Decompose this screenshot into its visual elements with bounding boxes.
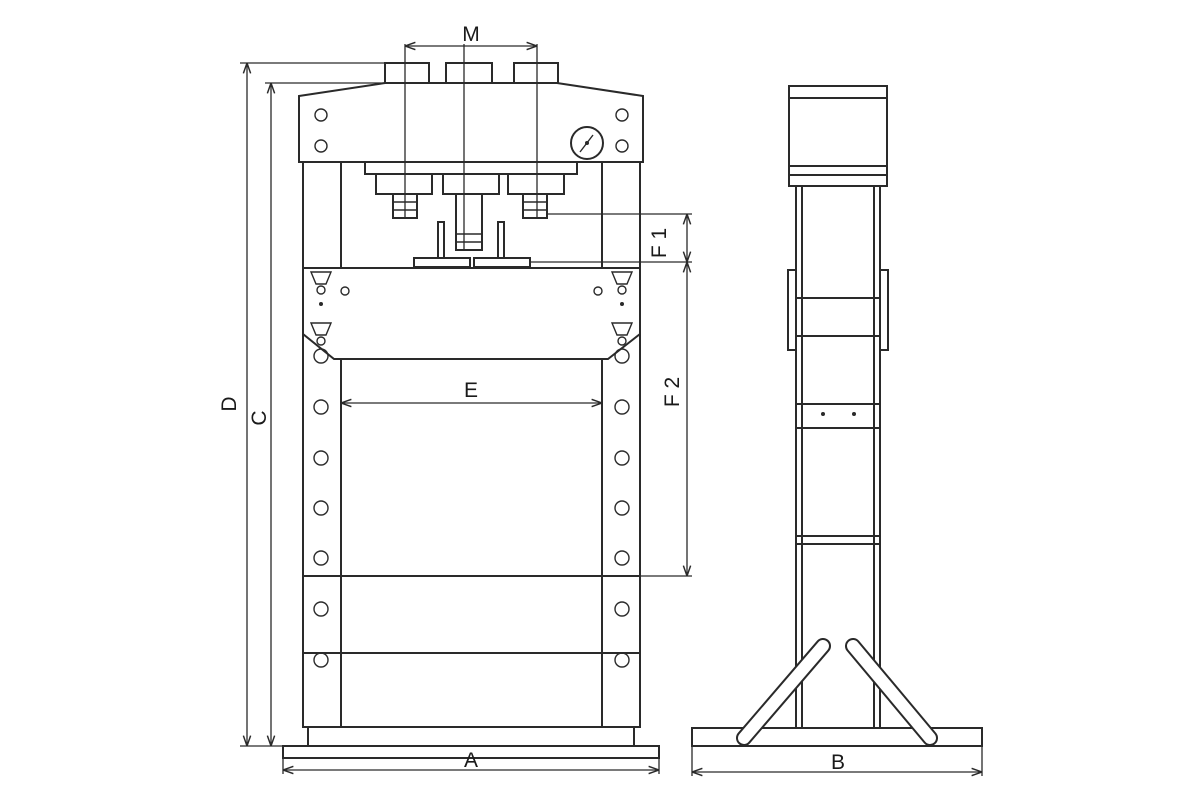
side-base — [691, 727, 983, 747]
dimension-d: D — [218, 62, 385, 747]
ram-assembly — [364, 161, 578, 268]
dimension-c: C — [248, 82, 385, 746]
winch-hook-icon — [610, 271, 634, 306]
side-view: B — [691, 85, 983, 776]
front-view: M D C E F 1 F — [218, 23, 692, 774]
dimension-a-label: A — [464, 749, 478, 772]
side-head — [788, 85, 888, 187]
cylinder-caps — [384, 62, 559, 84]
winch-hook-icon — [610, 322, 634, 346]
dimension-m-label: M — [462, 23, 480, 46]
dimension-f2: F 2 — [303, 262, 692, 577]
dimension-f1: F 1 — [530, 213, 692, 263]
dimension-f1-label: F 1 — [648, 228, 671, 258]
front-bolster — [302, 267, 641, 360]
front-base-plate — [282, 726, 660, 759]
winch-hook-icon — [309, 271, 333, 306]
pressure-gauge-icon — [570, 126, 604, 160]
dimension-e-label: E — [464, 379, 478, 402]
side-braces — [736, 638, 938, 746]
winch-hook-icons — [309, 271, 634, 346]
dimension-a: A — [282, 749, 660, 774]
dimension-d-label: D — [218, 396, 241, 411]
upright-holes — [313, 348, 630, 668]
dimension-b: B — [691, 746, 983, 776]
dimension-b-label: B — [831, 751, 845, 774]
side-column — [787, 185, 889, 729]
dimension-m: M — [404, 23, 538, 250]
dimension-f2-label: F 2 — [661, 377, 684, 407]
dimension-c-label: C — [248, 410, 271, 425]
winch-hook-icon — [309, 322, 333, 346]
front-crossbars — [303, 575, 640, 654]
dimension-e: E — [341, 379, 602, 403]
